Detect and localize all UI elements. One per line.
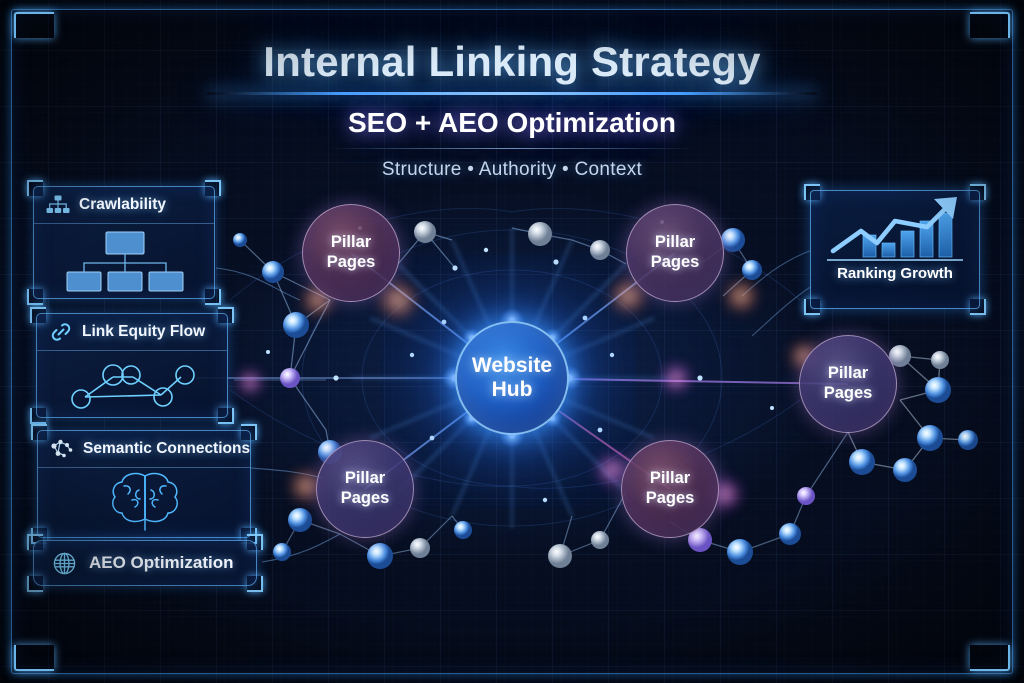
panel-ranking-growth[interactable]: Ranking Growth (804, 184, 986, 315)
node-pillar-pages-top-left[interactable]: Pillar Pages (302, 204, 400, 302)
corner-bracket (970, 299, 986, 315)
globe-icon (53, 552, 76, 574)
frame-corner-bottom-right (970, 645, 1010, 671)
pillar-label-line2: Pages (340, 489, 390, 507)
corner-bracket (30, 307, 46, 323)
page-subtitle: SEO + AEO Optimization (347, 107, 676, 138)
pillar-label-line1: Pillar (827, 364, 869, 383)
card-header: AEO Optimization (34, 541, 256, 585)
corner-bracket (27, 180, 43, 196)
card-header: Crawlability (34, 187, 214, 224)
frame-corner-top-right (970, 12, 1010, 38)
corner-bracket (205, 180, 221, 196)
node-network-icon (51, 439, 73, 458)
node-website-hub[interactable]: Website Hub (455, 321, 569, 435)
card-crawlability[interactable]: Crawlability (27, 180, 221, 305)
card-label: AEO Optimization (89, 553, 234, 572)
pillar-label-line1: Pillar (330, 233, 372, 252)
page-tagline: Structure • Authority • Context (381, 159, 643, 180)
card-link-equity-flow[interactable]: Link Equity Flow (30, 307, 234, 424)
pillar-label-line1: Pillar (649, 469, 691, 488)
corner-bracket (241, 424, 257, 440)
sitemap-icon (46, 195, 70, 213)
chain-link-icon (51, 323, 71, 341)
card-illustration-hierarchy-tree (34, 224, 214, 297)
growth-chart-icon (827, 197, 963, 261)
card-header: Semantic Connections (38, 431, 250, 468)
title-glow-bar (207, 92, 817, 95)
hub-label-line1: Website (471, 353, 553, 377)
card-illustration-brain (38, 468, 250, 536)
pillar-label-line1: Pillar (344, 469, 386, 488)
pillar-label-line1: Pillar (654, 233, 696, 252)
card-label: Crawlability (79, 196, 166, 213)
card-aeo-optimization[interactable]: AEO Optimization (27, 534, 263, 592)
hub-label-line2: Hub (491, 378, 533, 401)
card-header: Link Equity Flow (37, 314, 227, 351)
pillar-label-line2: Pages (645, 489, 695, 507)
corner-bracket (804, 299, 820, 315)
corner-bracket (247, 534, 263, 550)
page-title: Internal Linking Strategy (263, 38, 761, 85)
corner-bracket (31, 424, 47, 440)
node-pillar-pages-right[interactable]: Pillar Pages (799, 335, 897, 433)
subtitle-divider (328, 148, 696, 149)
corner-bracket (970, 184, 986, 200)
pillar-label-line2: Pages (326, 253, 376, 271)
corner-bracket (247, 576, 263, 592)
node-pillar-pages-top-right[interactable]: Pillar Pages (626, 204, 724, 302)
corner-bracket (27, 534, 43, 550)
card-label: Link Equity Flow (82, 323, 206, 340)
pillar-label-line2: Pages (650, 253, 700, 271)
card-label: Semantic Connections (83, 440, 251, 457)
corner-bracket (218, 307, 234, 323)
node-pillar-pages-bottom-right[interactable]: Pillar Pages (621, 440, 719, 538)
frame-corner-bottom-left (14, 645, 54, 671)
panel-label: Ranking Growth (837, 265, 953, 282)
frame-corner-top-left (14, 12, 54, 38)
card-semantic-connections[interactable]: Semantic Connections (31, 424, 257, 544)
card-illustration-node-flow-graph (37, 351, 227, 416)
pillar-label-line2: Pages (823, 384, 873, 402)
header: Internal Linking Strategy SEO + AEO Opti… (0, 0, 1024, 181)
corner-bracket (804, 184, 820, 200)
node-pillar-pages-bottom-left[interactable]: Pillar Pages (316, 440, 414, 538)
corner-bracket (27, 576, 43, 592)
